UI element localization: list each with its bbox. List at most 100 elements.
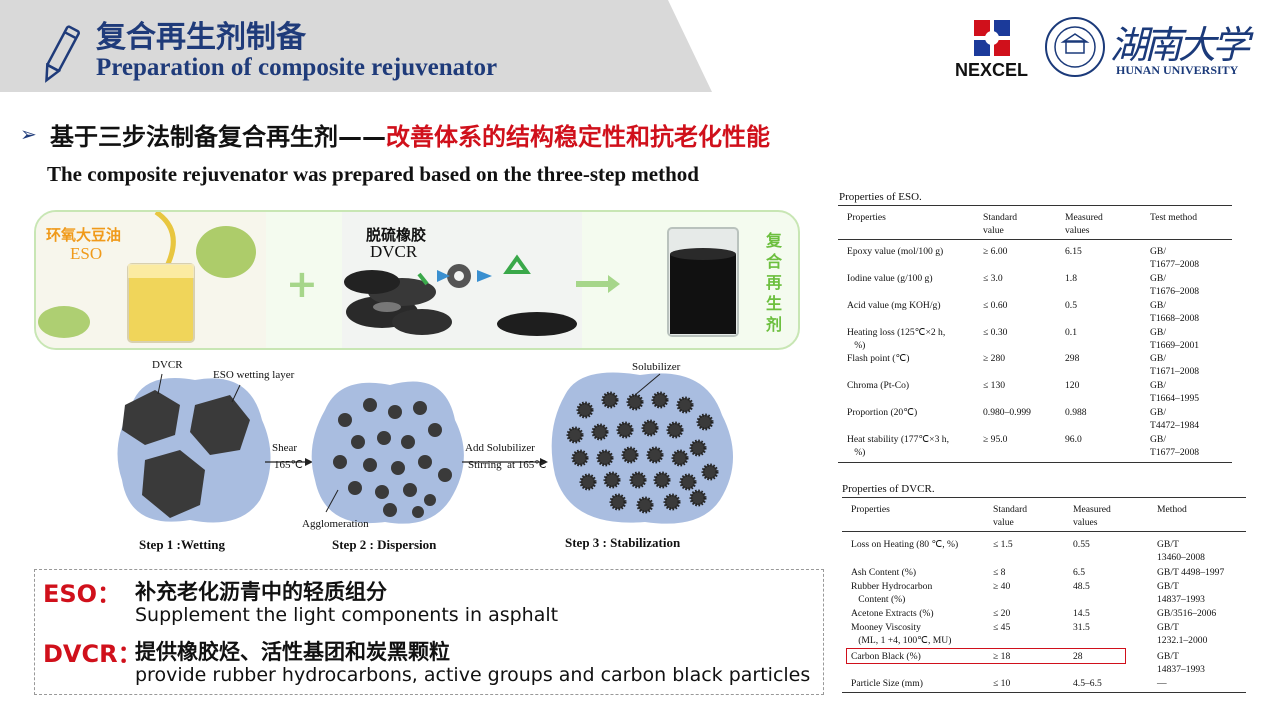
table-cell: Epoxy value (mol/100 g) (847, 246, 944, 257)
table-rule-header (838, 239, 1232, 240)
table-cell: ≤ 20 (993, 608, 1011, 619)
table-cell: ≥ 95.0 (983, 434, 1008, 445)
table-cell: Heating loss (125℃×2 h, %) (847, 327, 946, 351)
page-title-en: Preparation of composite rejuvenator (96, 54, 498, 81)
table-cell: GB/ T1671–2008 (1150, 353, 1200, 377)
table-header-cell: Properties (847, 212, 886, 223)
section-heading-main: 基于三步法制备复合再生剂—— (50, 123, 386, 151)
table-header-cell: Test method (1150, 212, 1198, 223)
eso-label-zh: 环氧大豆油 (46, 226, 122, 244)
arrow-right-icon (576, 275, 620, 293)
label-agglomeration: Agglomeration (302, 518, 369, 530)
table-rule-header (842, 531, 1246, 532)
table-cell: ≤ 45 (993, 622, 1011, 633)
table-cell: 96.0 (1065, 434, 1082, 445)
process-diagram (117, 372, 734, 524)
header-band (0, 0, 712, 92)
table-cell: Flash point (℃) (847, 353, 910, 364)
label-add-solubilizer: Add Solubilizer (465, 442, 535, 454)
section-heading: 基于三步法制备复合再生剂——改善体系的结构稳定性和抗老化性能 (50, 117, 770, 152)
table-header-cell: Properties (851, 504, 890, 515)
table-cell: 28 (1073, 651, 1083, 662)
table-cell: Particle Size (mm) (851, 678, 923, 689)
table-cell: Rubber Hydrocarbon Content (%) (851, 581, 933, 605)
table-cell: Heat stability (177℃×3 h, %) (847, 434, 949, 458)
table-cell: 6.5 (1073, 567, 1085, 578)
table-cell: GB/T 4498–1997 (1157, 567, 1225, 578)
table-cell: GB/3516–2006 (1157, 608, 1217, 619)
nexcel-logo-icon (974, 20, 1010, 56)
dvcr-label-zh: 脱硫橡胶 (366, 226, 427, 244)
label-wetting-layer: ESO wetting layer (213, 369, 295, 381)
eso-table-title: Properties of ESO. (839, 191, 922, 203)
highlight-box (846, 648, 1126, 664)
table-header-cell: Standard value (993, 504, 1028, 528)
table-rule-top (842, 497, 1246, 498)
note-dvcr-zh: 提供橡胶烃、活性基团和炭黑颗粒 (135, 640, 450, 664)
table-cell: 0.5 (1065, 300, 1077, 311)
table-cell: ≥ 6.00 (983, 246, 1008, 257)
table-cell: ≤ 10 (993, 678, 1011, 689)
table-cell: 48.5 (1073, 581, 1090, 592)
table-cell: Acid value (mg KOH/g) (847, 300, 941, 311)
table-cell: 4.5–6.5 (1073, 678, 1102, 689)
plus-icon: + (286, 262, 318, 306)
table-header-cell: Measured values (1073, 504, 1111, 528)
table-cell: Iodine value (g/100 g) (847, 273, 933, 284)
table-cell: GB/T 14837–1993 (1157, 651, 1205, 675)
table-cell: Acetone Extracts (%) (851, 608, 934, 619)
step-2-label: Step 2 : Dispersion (332, 537, 437, 552)
university-seal-icon (1045, 17, 1105, 77)
notes-box: ESO： 补充老化沥青中的轻质组分 Supplement the light c… (34, 569, 824, 695)
table-cell: Proportion (20℃) (847, 407, 918, 418)
table-cell: ≥ 280 (983, 353, 1006, 364)
label-dvcr: DVCR (152, 359, 183, 371)
section-heading-highlight: 改善体系的结构稳定性和抗老化性能 (386, 123, 770, 151)
university-name-zh: 湖南大学 (1110, 23, 1250, 67)
dvcr-table-title: Properties of DVCR. (842, 483, 935, 495)
table-cell: ≤ 0.30 (983, 327, 1008, 338)
table-cell: Loss on Heating (80 ℃, %) (851, 539, 959, 550)
table-cell: 120 (1065, 380, 1080, 391)
note-dvcr-key: DVCR： (43, 640, 142, 668)
table-cell: GB/ T4472–1984 (1150, 407, 1200, 431)
dvcr-label-en: DVCR (370, 242, 418, 261)
table-cell: ≤ 0.60 (983, 300, 1008, 311)
table-cell: ≤ 1.5 (993, 539, 1013, 550)
table-cell: 6.15 (1065, 246, 1082, 257)
table-cell: GB/ T1677–2008 (1150, 434, 1200, 458)
table-rule-bottom (838, 462, 1232, 463)
table-cell: 298 (1065, 353, 1080, 364)
table-cell: GB/ T1677–2008 (1150, 246, 1200, 270)
table-header-cell: Standard value (983, 212, 1018, 236)
table-cell: 14.5 (1073, 608, 1090, 619)
table-cell: 1.8 (1065, 273, 1077, 284)
step-1-label: Step 1 :Wetting (139, 537, 225, 552)
note-eso-en: Supplement the light components in aspha… (135, 604, 559, 626)
table-cell: GB/T 1232.1–2000 (1157, 622, 1208, 646)
table-cell: — (1157, 678, 1167, 689)
table-cell: ≤ 130 (983, 380, 1006, 391)
label-temp1: 165℃ (274, 459, 303, 471)
page-title-zh: 复合再生剂制备 (96, 20, 306, 55)
product-label-zh: 复 合 再 生 剂 (766, 231, 783, 334)
pencil-icon (45, 25, 80, 83)
table-rule-top (838, 205, 1232, 206)
table-cell: Carbon Black (%) (851, 651, 921, 662)
table-cell: ≤ 3.0 (983, 273, 1003, 284)
step-3-label: Step 3 : Stabilization (565, 535, 681, 550)
table-cell: 0.980–0.999 (983, 407, 1031, 418)
bullet-arrow-icon: ➢ (20, 122, 37, 146)
table-cell: GB/ T1664–1995 (1150, 380, 1200, 404)
table-cell: GB/ T1676–2008 (1150, 273, 1200, 297)
table-rule-bottom (842, 692, 1246, 693)
table-cell: 31.5 (1073, 622, 1090, 633)
label-solubilizer: Solubilizer (632, 361, 681, 373)
label-stirring: Stirring at 165℃ (468, 459, 547, 471)
table-cell: GB/ T1669–2001 (1150, 327, 1200, 351)
table-cell: GB/T 14837–1993 (1157, 581, 1205, 605)
note-dvcr-en: provide rubber hydrocarbons, active grou… (135, 664, 811, 686)
table-cell: ≥ 40 (993, 581, 1011, 592)
